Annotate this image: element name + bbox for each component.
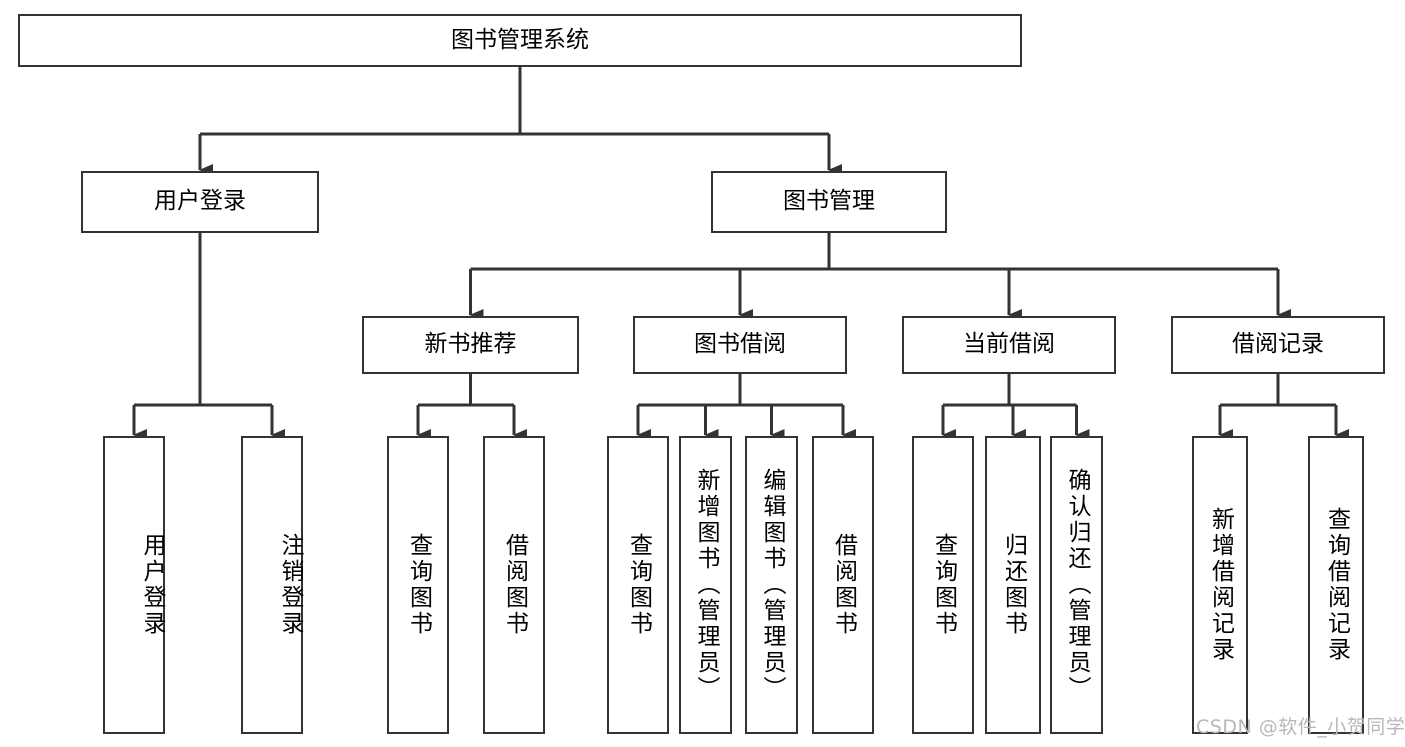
- node-leaf-user-login[interactable]: 用户登录: [103, 436, 165, 734]
- node-label: 注销登录: [277, 533, 303, 637]
- node-leaf-query-borrow-record[interactable]: 查询借阅记录: [1308, 436, 1364, 734]
- node-root[interactable]: 图书管理系统: [18, 14, 1022, 67]
- node-borrow-record[interactable]: 借阅记录: [1171, 316, 1385, 374]
- node-leaf-borrow-book[interactable]: 借阅图书: [812, 436, 874, 734]
- node-label: 归还图书: [1000, 533, 1027, 637]
- node-leaf-edit-book[interactable]: 编辑图书（管理员）: [745, 436, 798, 734]
- node-leaf-query-book-borrow[interactable]: 查询图书: [607, 436, 669, 734]
- node-leaf-return-book[interactable]: 归还图书: [985, 436, 1041, 734]
- node-label: 查询图书: [625, 533, 652, 637]
- node-book-borrow[interactable]: 图书借阅: [633, 316, 847, 374]
- node-leaf-query-book-rec[interactable]: 查询图书: [387, 436, 449, 734]
- node-label: 确认归还（管理员）: [1064, 468, 1090, 702]
- node-current-borrow[interactable]: 当前借阅: [902, 316, 1116, 374]
- node-label: 查询图书: [930, 533, 957, 637]
- node-label: 查询借阅记录: [1323, 507, 1350, 663]
- node-user-login[interactable]: 用户登录: [81, 171, 319, 233]
- node-label: 当前借阅: [963, 331, 1055, 358]
- node-label: 用户登录: [139, 533, 165, 637]
- node-leaf-query-book-current[interactable]: 查询图书: [912, 436, 974, 734]
- node-label: 编辑图书（管理员）: [759, 468, 785, 702]
- node-label: 图书借阅: [694, 331, 786, 358]
- node-new-book-recommend[interactable]: 新书推荐: [362, 316, 579, 374]
- node-label: 新增借阅记录: [1207, 507, 1234, 663]
- node-label: 借阅图书: [830, 533, 857, 637]
- watermark: CSDN @软件_小贺同学: [1196, 716, 1405, 738]
- node-leaf-logout[interactable]: 注销登录: [241, 436, 303, 734]
- node-label: 用户登录: [154, 188, 246, 215]
- node-leaf-confirm-return[interactable]: 确认归还（管理员）: [1050, 436, 1103, 734]
- node-label: 借阅图书: [501, 533, 528, 637]
- node-label: 新书推荐: [424, 331, 517, 358]
- node-leaf-add-book[interactable]: 新增图书（管理员）: [679, 436, 732, 734]
- node-label: 图书管理系统: [451, 26, 589, 53]
- node-label: 借阅记录: [1232, 331, 1324, 358]
- node-label: 查询图书: [405, 533, 432, 637]
- node-book-manage[interactable]: 图书管理: [711, 171, 947, 233]
- node-label: 新增图书（管理员）: [693, 468, 719, 702]
- node-leaf-borrow-book-rec[interactable]: 借阅图书: [483, 436, 545, 734]
- node-label: 图书管理: [783, 188, 875, 215]
- node-leaf-add-borrow-record[interactable]: 新增借阅记录: [1192, 436, 1248, 734]
